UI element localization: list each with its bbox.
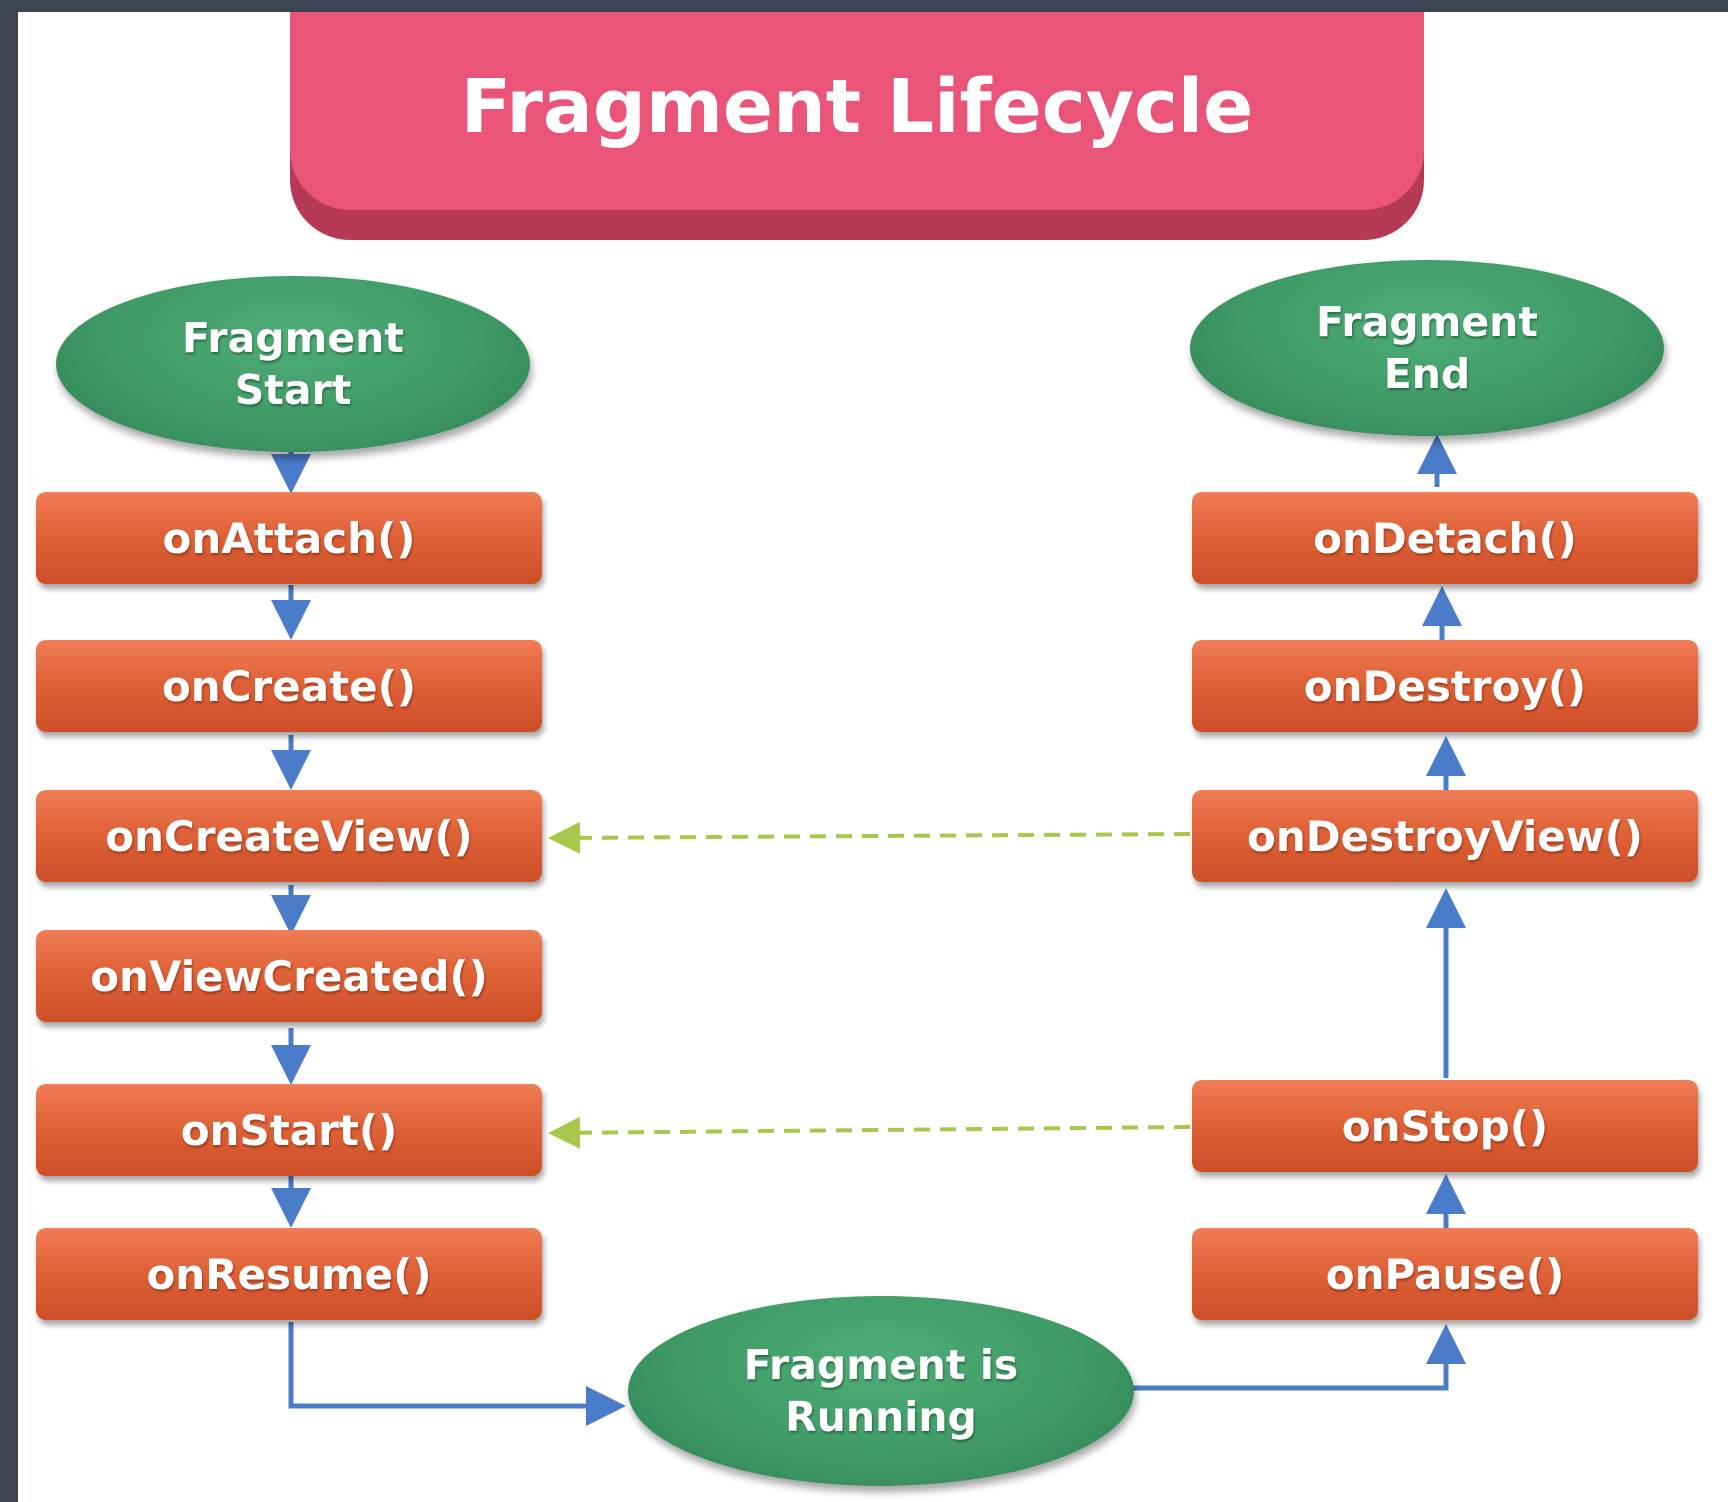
arrow-onresume-to-running [288, 1322, 626, 1426]
box-label: onDestroyView() [1247, 811, 1643, 861]
title-banner-face: Fragment Lifecycle [290, 12, 1424, 210]
box-label: onPause() [1325, 1249, 1565, 1299]
title-banner: Fragment Lifecycle [290, 12, 1424, 240]
fragment-running-label: Fragment is Running [743, 1341, 1019, 1441]
fragment-end-node: Fragment End [1190, 260, 1664, 436]
fragment-start-node: Fragment Start [56, 276, 530, 452]
box-onresume: onResume() [36, 1228, 542, 1320]
fragment-start-label: Fragment Start [182, 314, 404, 414]
dashed-arrow-ondestroyview-to-oncreateview [548, 821, 1191, 854]
box-label: onStop() [1341, 1101, 1549, 1151]
dashed-arrow-onstop-to-onstart [548, 1116, 1191, 1149]
arrow-running-to-onpause [1132, 1324, 1466, 1391]
box-label: onResume() [146, 1249, 432, 1299]
box-label: onCreateView() [105, 811, 473, 861]
box-onviewcreated: onViewCreated() [36, 930, 542, 1022]
box-label: onDestroy() [1303, 661, 1587, 711]
box-ondestroyview: onDestroyView() [1192, 790, 1698, 882]
box-onattach: onAttach() [36, 492, 542, 584]
page-title: Fragment Lifecycle [460, 64, 1254, 150]
box-label: onViewCreated() [90, 951, 488, 1001]
box-label: onDetach() [1313, 513, 1577, 563]
box-onstop: onStop() [1192, 1080, 1698, 1172]
box-ondetach: onDetach() [1192, 492, 1698, 584]
fragment-end-label: Fragment End [1316, 298, 1538, 398]
box-ondestroy: onDestroy() [1192, 640, 1698, 732]
box-oncreateview: onCreateView() [36, 790, 542, 882]
box-onstart: onStart() [36, 1084, 542, 1176]
box-onpause: onPause() [1192, 1228, 1698, 1320]
fragment-running-node: Fragment is Running [628, 1296, 1134, 1486]
box-label: onCreate() [161, 661, 417, 711]
box-label: onAttach() [162, 513, 416, 563]
box-oncreate: onCreate() [36, 640, 542, 732]
box-label: onStart() [180, 1105, 398, 1155]
